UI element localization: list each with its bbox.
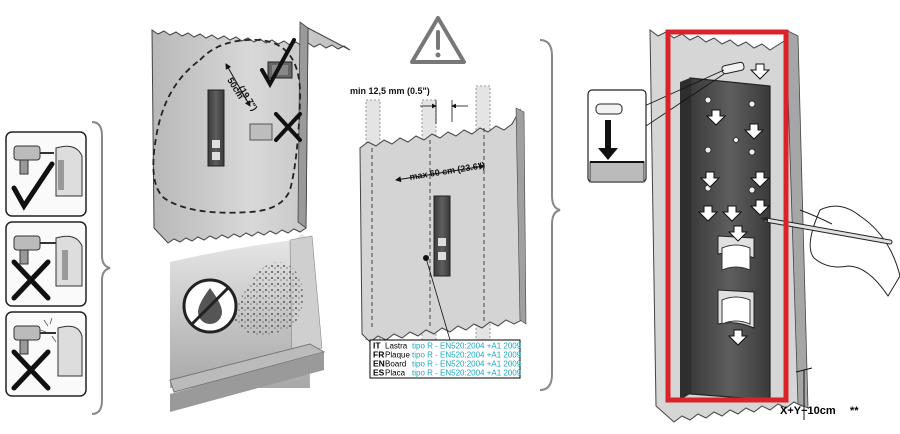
legend-word-it: Lastra [385, 342, 408, 351]
legend-word-en: Board [385, 360, 406, 369]
bracket-mounting-illustration: X+Y−10cm ** [587, 28, 900, 423]
no-humidity-icon [182, 278, 238, 334]
drywall-studs-illustration: max 60 cm (23.6") min 12,5 mm (0.5") IT … [350, 16, 527, 379]
legend-spec-es: tipo R - EN520:2004 +A1 2009 [412, 369, 522, 378]
legend-word-fr: Plaque [385, 351, 410, 360]
marking-arrows [697, 63, 771, 346]
drill-panel-not-ok-1 [5, 221, 87, 307]
legend-code-es: ES [373, 368, 385, 378]
check-mark-icon [260, 38, 296, 89]
height-formula-label: X+Y−10cm [780, 405, 836, 417]
left-brace [91, 121, 111, 415]
board-spec-legend: IT Lastra tipo R - EN520:2004 +A1 2009 F… [369, 339, 522, 379]
check-mark-icon [11, 161, 55, 211]
drill-panel-ok [5, 131, 87, 217]
legend-word-es: Placa [385, 369, 406, 378]
legend-spec-it: tipo R - EN520:2004 +A1 2009 [412, 342, 522, 351]
humidity-corner-illustration [169, 234, 326, 412]
cross-mark-icon [11, 259, 51, 301]
cross-mark-icon [274, 112, 302, 142]
right-brace [539, 39, 561, 391]
drill-panels [5, 131, 87, 397]
min-gap-label: min 12,5 mm (0.5") [350, 86, 430, 96]
cross-mark-icon [11, 349, 51, 391]
footnote-marker: ** [850, 405, 859, 417]
legend-spec-en: tipo R - EN520:2004 +A1 2009 [412, 360, 522, 369]
legend-code-it: IT [373, 341, 381, 351]
level-inset [587, 69, 725, 183]
legend-spec-fr: tipo R - EN520:2004 +A1 2009 [412, 351, 522, 360]
warning-triangle-icon [410, 16, 466, 64]
legend-code-en: EN [373, 359, 385, 369]
drill-panel-not-ok-2 [5, 311, 87, 397]
wall-area-illustration: 50cm (19.7") [151, 21, 351, 244]
highlight-frame [665, 29, 789, 403]
legend-code-fr: FR [373, 350, 384, 360]
